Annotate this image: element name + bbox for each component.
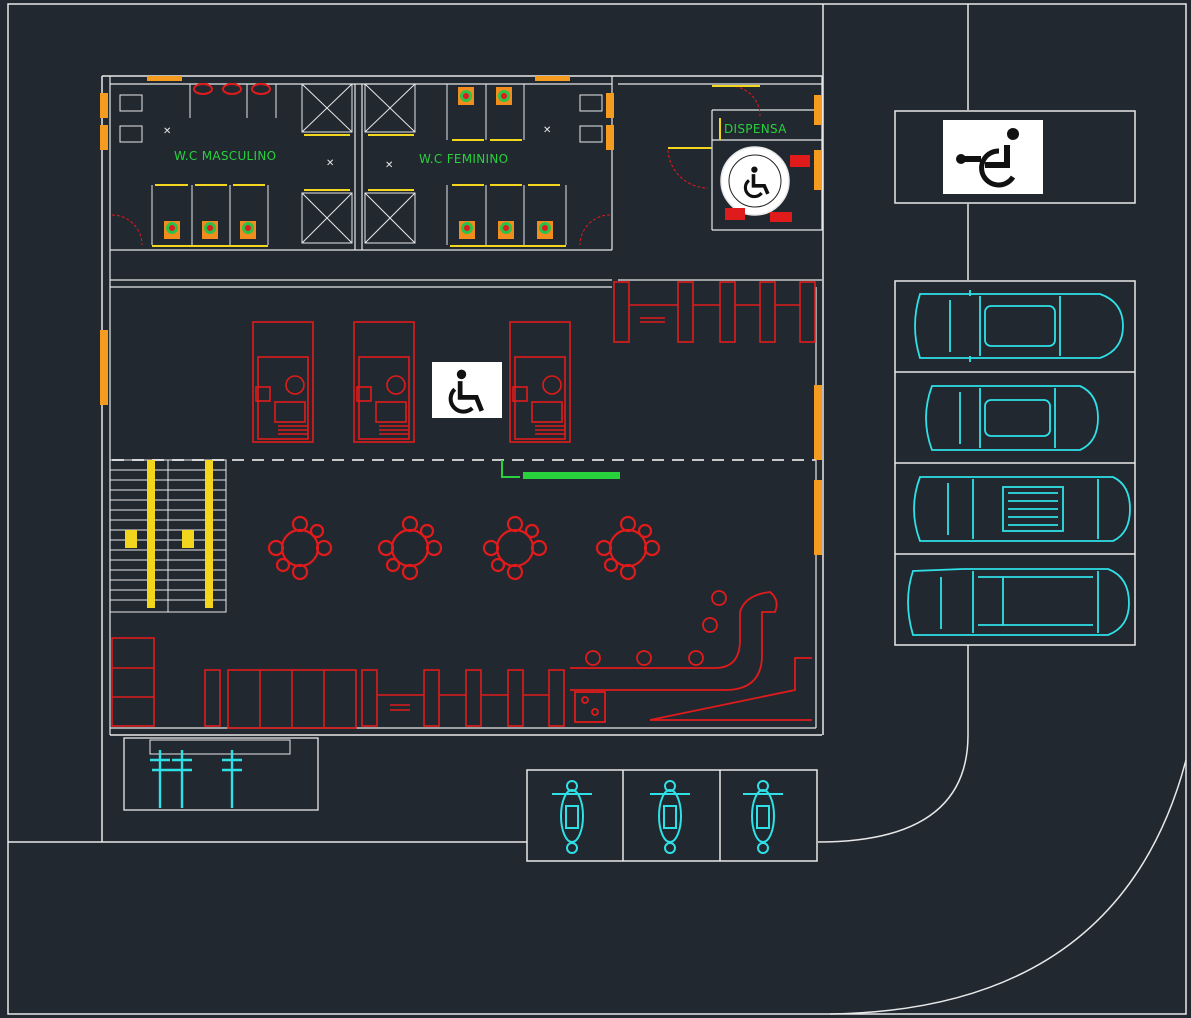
table-chair-icon [267, 515, 333, 581]
site-outline [7, 3, 1187, 1015]
svg-text:✕: ✕ [163, 126, 171, 137]
accessible-icon [743, 166, 770, 199]
windows [100, 76, 822, 555]
bicycle-icon [150, 750, 242, 808]
bar-counter [570, 590, 812, 723]
wc-toilet-icon [164, 87, 553, 239]
entrance-mat [501, 460, 620, 479]
motorcycle-parking [526, 769, 818, 862]
round-tables [267, 515, 661, 581]
accessible-icon [956, 128, 1019, 188]
kitchen-counters [111, 637, 565, 729]
stall-doors [152, 134, 566, 247]
booths [252, 321, 571, 443]
restrooms: ✕ ✕ ✕ ✕ W.C MASCULINO W.C FEMININO DISPENSA [111, 83, 787, 247]
stalls-male [151, 185, 269, 245]
stairs [109, 459, 227, 613]
urinals [193, 83, 271, 95]
accessible-sign [432, 362, 502, 418]
wc-male-label: W.C MASCULINO [174, 149, 276, 163]
car-parking [894, 280, 1136, 646]
car-icon [907, 290, 1131, 636]
svg-text:✕: ✕ [543, 125, 551, 136]
shafts [301, 83, 416, 244]
svg-text:✕: ✕ [385, 160, 393, 171]
bar-dispensers-top [613, 281, 816, 343]
accessible-wc [720, 146, 810, 222]
accessible-icon [448, 369, 484, 414]
wc-female-label: W.C FEMININO [419, 152, 508, 166]
bike-rack [123, 737, 319, 811]
pantry-label: DISPENSA [724, 122, 787, 136]
accessible-parking [894, 110, 1136, 204]
motorcycle-icon [552, 780, 783, 854]
svg-text:✕: ✕ [326, 158, 334, 169]
